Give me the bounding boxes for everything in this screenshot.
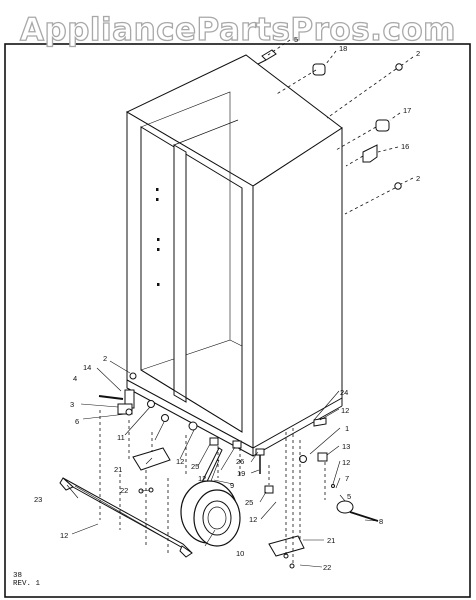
callout-4: 4 (73, 374, 77, 383)
callout-22-right: 22 (323, 563, 331, 572)
coil-part-10 (180, 480, 241, 547)
callout-12-bracket: 12 (198, 474, 206, 483)
callout-25-center: 25 (191, 462, 199, 471)
callout-23: 23 (34, 495, 42, 504)
callout-9: 9 (230, 481, 234, 490)
callout-2-top: 2 (416, 49, 420, 58)
callout-7: 7 (345, 474, 349, 483)
callout-12-grille: 12 (60, 531, 68, 540)
part-callouts: 5 18 2 17 16 2 2 14 4 3 6 11 12 24 12 1 … (34, 35, 420, 572)
callout-12-right: 12 (341, 406, 349, 415)
callout-25-right: 25 (245, 498, 253, 507)
callout-14: 14 (83, 363, 91, 372)
callout-12-right-low: 12 (342, 458, 350, 467)
callout-12-lower: 12 (249, 515, 257, 524)
leader-lines (66, 39, 414, 568)
page-border (4, 43, 471, 598)
callout-5-top: 5 (294, 35, 298, 44)
callout-12-center: 12 (176, 457, 184, 466)
page-number: 38 (13, 572, 22, 580)
callout-8: 8 (379, 517, 383, 526)
callout-10: 10 (236, 549, 244, 558)
callout-5-caster: 5 (347, 492, 351, 501)
watermark-logo: AppliancePartsPros.com (20, 12, 456, 48)
callout-3: 3 (70, 400, 74, 409)
callout-19: 19 (237, 469, 245, 478)
revision-label: REV. 1 (13, 580, 41, 588)
callout-6: 6 (75, 417, 79, 426)
callout-11: 11 (117, 433, 125, 442)
callout-17: 17 (403, 106, 411, 115)
callout-26: 26 (236, 457, 244, 466)
callout-22-left: 22 (120, 486, 128, 495)
callout-2-side: 2 (416, 174, 420, 183)
callout-13: 13 (342, 442, 350, 451)
callout-18: 18 (339, 44, 347, 53)
refrigerator-cabinet (125, 54, 343, 457)
callout-21-right: 21 (327, 536, 335, 545)
callout-16: 16 (401, 142, 409, 151)
callout-24: 24 (340, 388, 348, 397)
callout-21-left: 21 (114, 465, 122, 474)
callout-2-front: 2 (103, 354, 107, 363)
callout-1: 1 (345, 424, 349, 433)
